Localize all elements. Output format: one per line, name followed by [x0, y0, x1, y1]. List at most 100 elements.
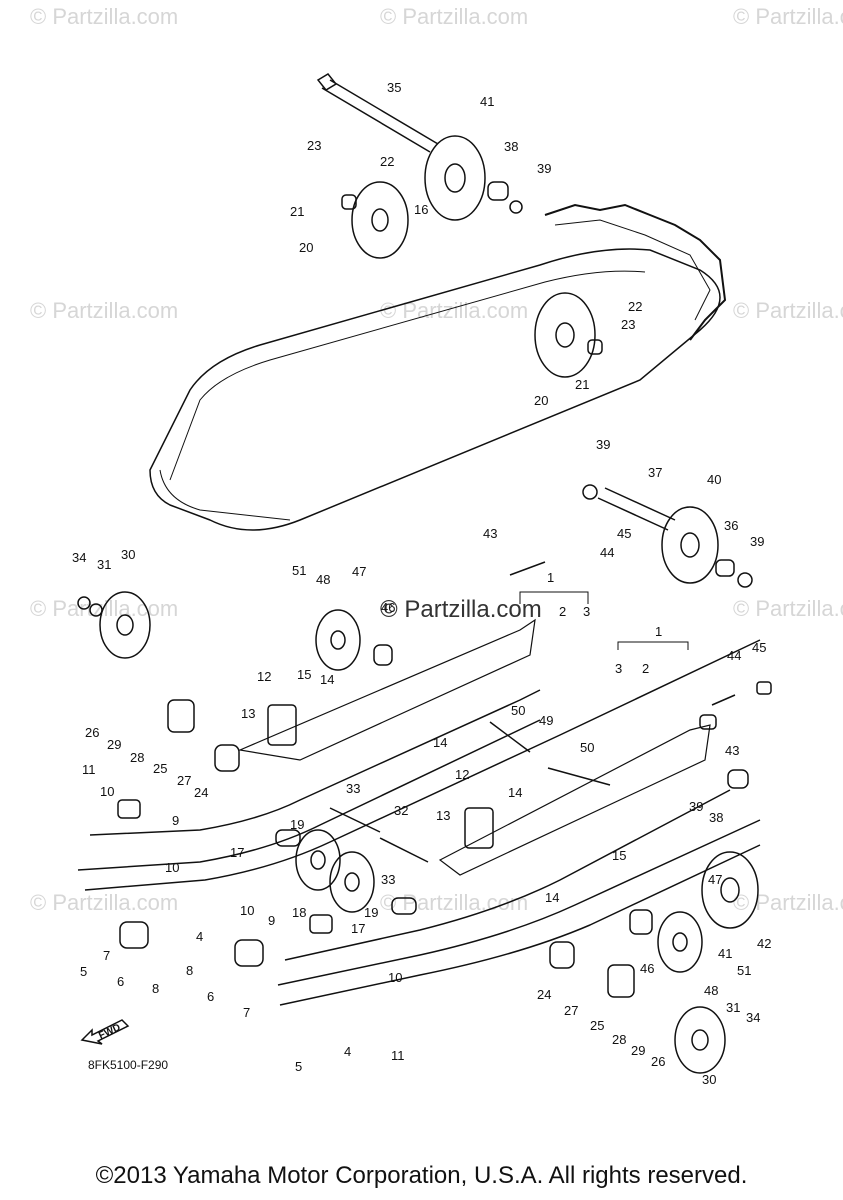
callout: 20: [299, 240, 313, 255]
callout: 38: [709, 810, 723, 825]
wheel-20-lower: [534, 292, 596, 378]
callout: 10: [240, 903, 254, 918]
callout: 23: [307, 138, 321, 153]
callout: 7: [103, 948, 110, 963]
callout: 17: [230, 845, 244, 860]
callout: 49: [539, 713, 553, 728]
callout: 33: [346, 781, 360, 796]
callout: 19: [364, 905, 378, 920]
callout: 29: [107, 737, 121, 752]
callout: 39: [750, 534, 764, 549]
callouts: 35 41 23 22 38 39 21 16 20 22 23 21 20 3…: [72, 80, 771, 1087]
callout: 30: [121, 547, 135, 562]
callout: 34: [72, 550, 86, 565]
callout: 42: [757, 936, 771, 951]
callout: 48: [316, 572, 330, 587]
callout: 2: [559, 604, 566, 619]
wheel-41-lower: [701, 851, 759, 929]
callout: 33: [381, 872, 395, 887]
callout: 14: [545, 890, 559, 905]
callout: 51: [737, 963, 751, 978]
wheel-41: [424, 135, 486, 221]
callout: 22: [380, 154, 394, 169]
collar-17-left: [275, 829, 301, 847]
callout: 18: [292, 905, 306, 920]
fwd-label: FWD: [97, 1022, 122, 1042]
callout: 11: [82, 762, 96, 777]
callout: 46: [381, 600, 395, 615]
callout: 16: [414, 202, 428, 217]
callout: 4: [344, 1044, 351, 1059]
callout: 50: [580, 740, 594, 755]
callout: 10: [165, 860, 179, 875]
callout: 27: [564, 1003, 578, 1018]
watermark-top-right: © Partzilla.com: [733, 4, 843, 29]
callout: 50: [511, 703, 525, 718]
callout: 14: [508, 785, 522, 800]
track-belt: [149, 248, 721, 531]
callout: 32: [394, 803, 408, 818]
callout: 41: [480, 94, 494, 109]
callout: 10: [388, 970, 402, 985]
callout: 8: [186, 963, 193, 978]
stopper-6-right: [234, 939, 264, 967]
callout: 29: [631, 1043, 645, 1058]
bracket-12-left: [267, 704, 297, 746]
watermark-row3-right: © Partzilla.com: [733, 596, 843, 621]
callout: 37: [648, 465, 662, 480]
watermark-row4-center: © Partzilla.com: [380, 890, 529, 915]
callout: 36: [724, 518, 738, 533]
callout: 19: [290, 817, 304, 832]
watermark-row3-left: © Partzilla.com: [30, 596, 179, 621]
callout: 12: [257, 669, 271, 684]
callout: 21: [575, 377, 589, 392]
wheel-47-lower: [657, 911, 703, 973]
callout: 39: [689, 799, 703, 814]
callout: 6: [207, 989, 214, 1004]
callout: 31: [726, 1000, 740, 1015]
callout: 39: [596, 437, 610, 452]
wheel-47-upper: [315, 609, 361, 671]
shaft-37: [597, 487, 676, 531]
watermark-mid-right: © Partzilla.com: [733, 298, 843, 323]
track-lugs: [544, 203, 727, 341]
callout: 11: [391, 1048, 405, 1063]
callout: 24: [194, 785, 208, 800]
callout: 23: [621, 317, 635, 332]
callout: 48: [704, 983, 718, 998]
callout: 14: [433, 735, 447, 750]
wheel-19-lower: [329, 851, 375, 913]
copyright: ©2013 Yamaha Motor Corporation, U.S.A. A…: [95, 1162, 748, 1189]
wheel-30-lower: [674, 1006, 726, 1074]
watermark-mid-left: © Partzilla.com: [30, 298, 179, 323]
callout: 17: [351, 921, 365, 936]
callout: 26: [85, 725, 99, 740]
rail-left: [77, 618, 761, 891]
callout: 21: [290, 204, 304, 219]
callout: 3: [615, 661, 622, 676]
callout: 38: [504, 139, 518, 154]
callout: 47: [708, 872, 722, 887]
callout: 7: [243, 1005, 250, 1020]
shaft-35: [316, 73, 439, 153]
collar-38: [487, 181, 509, 201]
watermark-mid-center: © Partzilla.com: [380, 298, 529, 323]
callout: 2: [642, 661, 649, 676]
collar-17-right: [391, 897, 417, 915]
rail-right: [277, 724, 761, 1006]
callout: 10: [100, 784, 114, 799]
callout: 25: [590, 1018, 604, 1033]
parts-diagram: 35 41 23 22 38 39 21 16 20 22 23 21 20 3…: [72, 73, 772, 1087]
callout: 3: [583, 604, 590, 619]
watermark-row4-right: © Partzilla.com: [733, 890, 843, 915]
washer-39-top: [509, 200, 523, 214]
watermark-top-center: © Partzilla.com: [380, 4, 529, 29]
callout: 20: [534, 393, 548, 408]
callout: 30: [702, 1072, 716, 1087]
callout: 15: [612, 848, 626, 863]
callout: 34: [746, 1010, 760, 1025]
callout: 51: [292, 563, 306, 578]
stopper-6-left: [119, 921, 149, 949]
callout: 9: [268, 913, 275, 928]
callout: 26: [651, 1054, 665, 1069]
